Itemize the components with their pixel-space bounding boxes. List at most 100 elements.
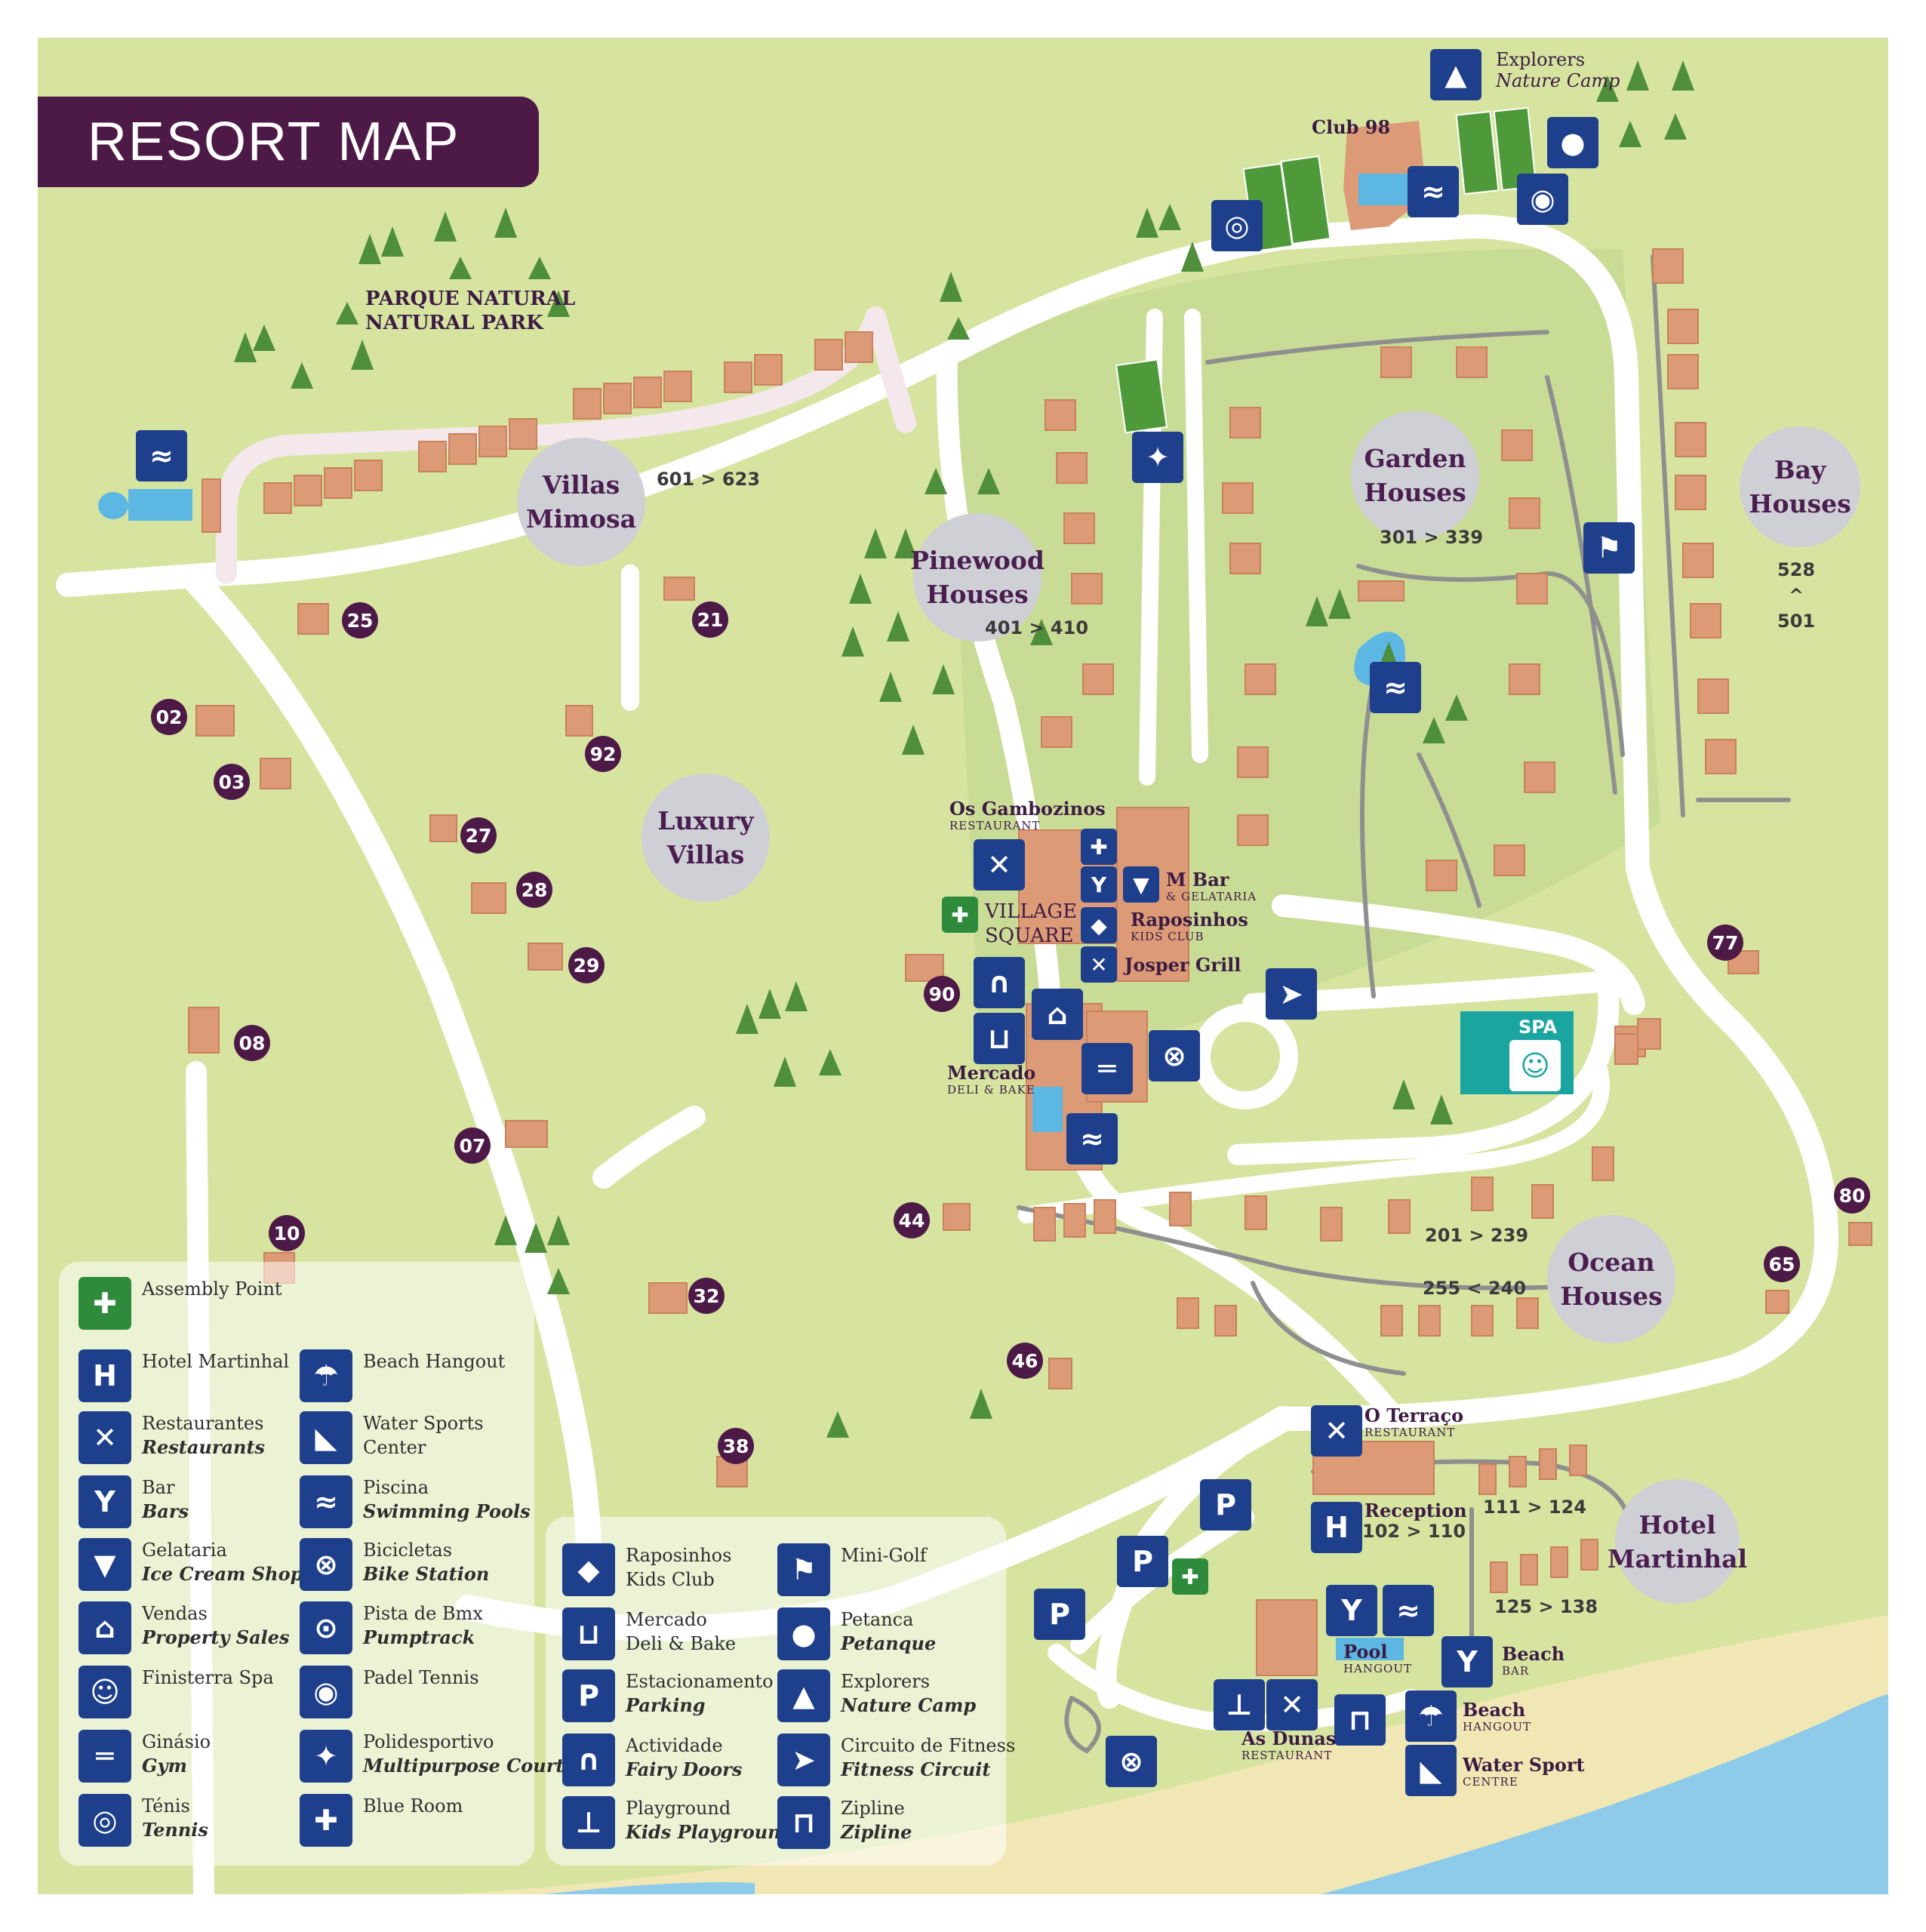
padel-icon[interactable]: ◉ <box>1517 174 1568 225</box>
gamepad-icon: ✚ <box>300 1794 352 1847</box>
villa-number-27[interactable]: 27 <box>460 817 497 854</box>
water-sports-icon[interactable]: ◣ <box>1405 1745 1457 1796</box>
villa-number-03[interactable]: 03 <box>214 764 250 800</box>
title-banner: RESORT MAP <box>38 97 539 187</box>
runner-icon[interactable]: ➤ <box>1266 968 1317 1020</box>
fox-icon[interactable]: ◆ <box>1081 907 1117 943</box>
zone-luxury-villas[interactable]: Luxury Villas <box>641 774 770 902</box>
luxury-villas <box>188 577 1872 1487</box>
parking-icon: P <box>562 1669 615 1722</box>
legend-label: Zipline <box>841 1798 905 1819</box>
villa-number-28[interactable]: 28 <box>516 872 552 908</box>
gym-icon[interactable]: ═ <box>1081 1043 1133 1094</box>
zone-villas-mimosa[interactable]: Villas Mimosa <box>517 438 645 566</box>
villa-number-46[interactable]: 46 <box>1007 1343 1043 1379</box>
villa-number-25[interactable]: 25 <box>342 602 378 638</box>
fairy-door-icon: ∩ <box>562 1734 615 1786</box>
camp-icon[interactable]: ▲ <box>1430 49 1481 100</box>
parking-icon[interactable]: P <box>1034 1589 1085 1640</box>
ice-cream-icon[interactable]: ▼ <box>1123 866 1159 903</box>
beach-hangout-icon[interactable]: ☂ <box>1405 1690 1457 1742</box>
villa-number-77[interactable]: 77 <box>1707 924 1743 961</box>
villa-number-65[interactable]: 65 <box>1764 1246 1800 1282</box>
cart-icon: ⊔ <box>562 1607 615 1660</box>
house-icon[interactable]: ⌂ <box>1032 989 1083 1040</box>
legend-label: Vendas <box>142 1603 208 1624</box>
assembly-icon[interactable]: ✚ <box>1172 1558 1208 1595</box>
legend-item-minigolf: ⚑Mini-Golf <box>777 1543 927 1596</box>
bike-icon[interactable]: ⊗ <box>1149 1030 1200 1081</box>
swimming-pool-icon[interactable]: ≈ <box>1408 166 1459 217</box>
restaurant-icon[interactable]: ✕ <box>1081 946 1117 983</box>
villa-number-80[interactable]: 80 <box>1834 1177 1870 1214</box>
restaurant-icon[interactable]: ✕ <box>1266 1679 1318 1730</box>
tennis-icon: ◎ <box>78 1794 131 1847</box>
hotel-icon: H <box>78 1349 131 1402</box>
legend-sublabel: Fairy Doors <box>626 1758 743 1780</box>
swimming-pool-icon[interactable]: ≈ <box>1370 662 1421 713</box>
villa-number-92[interactable]: 92 <box>585 736 621 772</box>
villa-number-29[interactable]: 29 <box>568 947 605 983</box>
bar-icon[interactable]: Y <box>1441 1636 1493 1687</box>
villa-number-02[interactable]: 02 <box>151 699 187 735</box>
restaurant-icon[interactable]: ✕ <box>974 839 1025 891</box>
zone-ocean-houses[interactable]: Ocean Houses <box>1547 1215 1675 1343</box>
zone-pinewood-houses[interactable]: Pinewood Houses <box>910 513 1045 641</box>
legend-sublabel: Zipline <box>841 1821 912 1843</box>
swimming-pool-icon[interactable]: ≈ <box>136 430 187 481</box>
legend-label: Finisterra Spa <box>142 1667 274 1688</box>
villa-number-44[interactable]: 44 <box>894 1202 930 1238</box>
bike-icon: ⊗ <box>300 1538 352 1591</box>
multipurpose-icon[interactable]: ✦ <box>1132 432 1183 483</box>
gym-icon: ═ <box>78 1730 131 1783</box>
legend-item-spa: ☺Finisterra Spa <box>78 1666 274 1718</box>
legend-text: Hotel Martinhal <box>142 1349 289 1374</box>
restaurant-icon[interactable]: ✕ <box>1311 1405 1362 1457</box>
villa-number-10[interactable]: 10 <box>269 1215 305 1251</box>
villa-number-38[interactable]: 38 <box>718 1428 754 1464</box>
playground-icon[interactable]: ⊥ <box>1214 1679 1265 1730</box>
bar-icon[interactable]: Y <box>1081 866 1117 903</box>
cart-icon[interactable]: ⊔ <box>974 1013 1025 1064</box>
map-title: RESORT MAP <box>88 112 460 172</box>
tennis-icon[interactable]: ◎ <box>1211 200 1263 251</box>
beach-sand <box>453 1615 1888 1894</box>
pool-hangout-name: Pool <box>1343 1641 1388 1663</box>
zipline-icon[interactable]: ⊓ <box>1334 1694 1386 1746</box>
swimming-pool-icon[interactable]: ≈ <box>1383 1585 1434 1636</box>
parking-icon[interactable]: P <box>1117 1536 1168 1587</box>
minigolf-icon[interactable]: ⚑ <box>1583 522 1635 574</box>
villa-number-08[interactable]: 08 <box>234 1025 270 1061</box>
villa-number-21[interactable]: 21 <box>692 601 728 638</box>
villa-number-90[interactable]: 90 <box>924 976 960 1012</box>
assembly-icon[interactable]: ✚ <box>942 897 978 933</box>
villa-number-07[interactable]: 07 <box>454 1128 491 1164</box>
legend-sublabel: Petanque <box>841 1632 937 1654</box>
parking-icon[interactable]: P <box>1200 1479 1251 1531</box>
bar-icon[interactable]: Y <box>1326 1585 1377 1636</box>
legend-sublabel: Gym <box>142 1755 187 1777</box>
zone-bay-houses[interactable]: Bay Houses <box>1740 426 1860 547</box>
zone-hotel-martinhal[interactable]: Hotel Martinhal <box>1608 1479 1747 1604</box>
mercado-name: Mercado <box>947 1062 1036 1084</box>
hotel-icon[interactable]: H <box>1311 1502 1362 1553</box>
gamepad-icon[interactable]: ✚ <box>1081 829 1117 865</box>
fairy-door-icon[interactable]: ∩ <box>974 957 1025 1008</box>
spa-icon[interactable]: ☺ <box>1509 1040 1561 1091</box>
petanque-icon[interactable]: ● <box>1547 117 1598 168</box>
swimming-pool-icon[interactable]: ≈ <box>1066 1113 1118 1164</box>
villa-number-32[interactable]: 32 <box>688 1278 725 1314</box>
bmx-icon[interactable]: ⊗ <box>1106 1736 1157 1787</box>
zone-garden-houses[interactable]: Garden Houses <box>1351 411 1479 540</box>
